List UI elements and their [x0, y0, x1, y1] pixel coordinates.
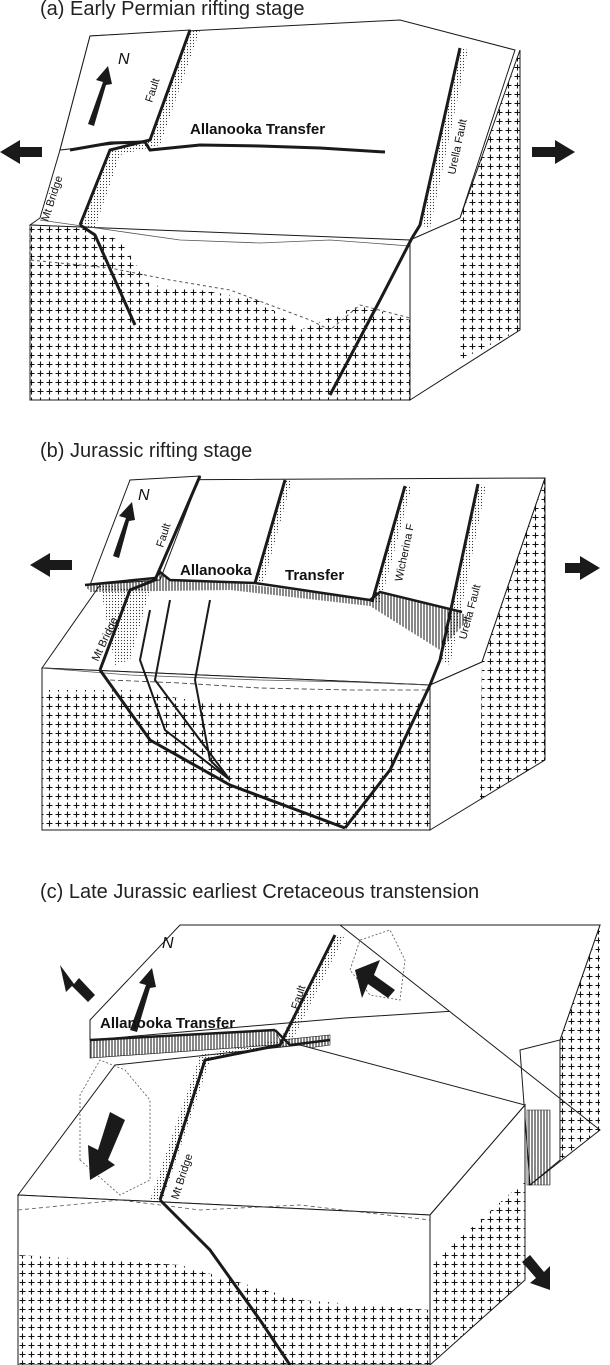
- north-arrow-icon: [130, 968, 156, 1032]
- slip-arrow-ne-icon: [355, 960, 395, 998]
- panel-c-title: (c) Late Jurassic earliest Cretaceous tr…: [40, 881, 480, 903]
- panel-a-block: [0, 19, 575, 401]
- panel-b-block: [30, 475, 600, 831]
- extension-arrow-left-icon: [0, 140, 42, 164]
- north-label-c: N: [162, 935, 174, 952]
- north-arrow-icon: [113, 502, 135, 558]
- north-arrow-icon: [88, 66, 112, 126]
- panel-b-title: (b) Jurassic rifting stage: [40, 440, 253, 462]
- allanooka-transfer-label-a: Allanooka Transfer: [190, 121, 325, 138]
- panel-a-title: (a) Early Permian rifting stage: [40, 0, 305, 20]
- extension-arrow-right-icon: [532, 140, 575, 164]
- allanooka-transfer-label-c: Allanooka Transfer: [100, 1015, 235, 1032]
- arrow-se-icon: [522, 1255, 550, 1290]
- north-label-a: N: [118, 51, 130, 68]
- arrow-nw-icon: [60, 965, 95, 1002]
- extension-arrow-right-icon: [565, 556, 600, 580]
- north-label-b: N: [138, 487, 150, 504]
- panel-c-block: [17, 924, 601, 1365]
- extension-arrow-left-icon: [30, 553, 72, 577]
- transfer-label-b: Transfer: [285, 567, 344, 584]
- slip-arrow-sw-icon: [88, 1112, 125, 1180]
- allanooka-label-b: Allanooka: [180, 562, 252, 579]
